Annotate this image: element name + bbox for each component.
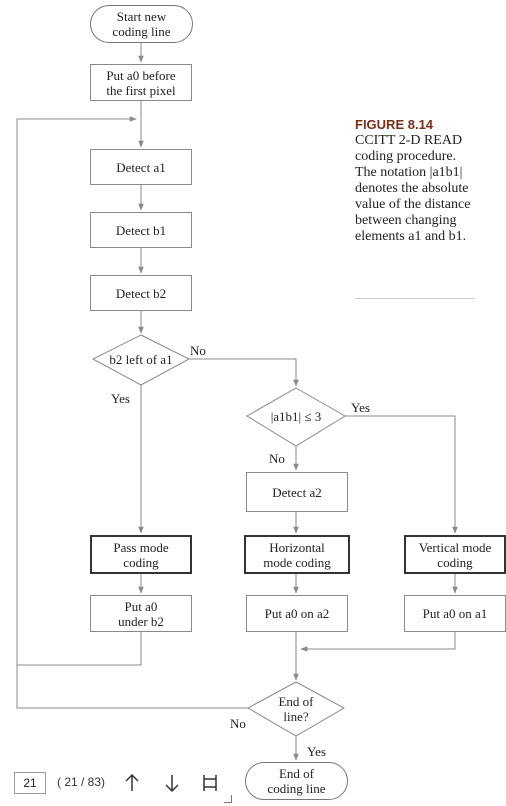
horizontal-mode-label: Horizontal mode coding xyxy=(263,539,331,570)
pass-mode-box: Pass mode coding xyxy=(90,535,192,574)
page-number-input[interactable] xyxy=(14,772,46,794)
start-label: Start new coding line xyxy=(112,9,171,39)
detect-a1-label: Detect a1 xyxy=(116,159,166,175)
horizontal-mode-box: Horizontal mode coding xyxy=(244,535,350,574)
edge-label-no-end: No xyxy=(230,716,246,731)
decision-b2-left-label: b2 left of a1 xyxy=(109,352,173,367)
start-terminator: Start new coding line xyxy=(90,5,193,43)
page-navigation-bar: ( 21 / 83) xyxy=(0,762,235,806)
decision-end-diamond xyxy=(246,681,346,737)
pass-mode-label: Pass mode coding xyxy=(113,539,169,570)
put-a0-under-b2-box: Put a0 under b2 xyxy=(90,595,192,632)
put-a0-on-a2-box: Put a0 on a2 xyxy=(246,595,348,632)
resize-handle[interactable] xyxy=(224,795,232,803)
edge-decision-no-to-dist xyxy=(189,358,299,387)
end-terminator: End of coding line xyxy=(245,762,348,800)
decision-dist-label: |a1b1| ≤ 3 xyxy=(270,409,322,424)
put-a0-before-label: Put a0 before the first pixel xyxy=(106,67,176,98)
figure-caption: FIGURE 8.14 CCITT 2-D READ coding proced… xyxy=(355,117,480,245)
detect-b2-label: Detect b2 xyxy=(115,285,167,301)
edge-label-no-b2: No xyxy=(190,343,206,358)
figure-caption-text: CCITT 2-D READ coding procedure. The not… xyxy=(355,133,471,244)
vertical-mode-box: Vertical mode coding xyxy=(404,535,506,574)
put-a0-under-b2-label: Put a0 under b2 xyxy=(118,598,164,629)
detect-b1-box: Detect b1 xyxy=(90,212,192,248)
arrow-up-icon[interactable] xyxy=(120,771,144,795)
caption-divider xyxy=(355,298,475,299)
put-a0-before-box: Put a0 before the first pixel xyxy=(90,64,192,101)
edge-label-yes-end: Yes xyxy=(307,744,326,759)
detect-b2-box: Detect b2 xyxy=(90,275,192,311)
put-a0-on-a1-box: Put a0 on a1 xyxy=(404,595,506,632)
detect-a2-label: Detect a2 xyxy=(272,484,322,500)
detect-a2-box: Detect a2 xyxy=(246,472,348,512)
put-a0-on-a1-label: Put a0 on a1 xyxy=(422,606,488,621)
page-count-label: ( 21 / 83) xyxy=(57,775,106,789)
figure-label: FIGURE 8.14 xyxy=(355,117,434,132)
vertical-mode-label: Vertical mode coding xyxy=(418,539,492,570)
arrow-down-icon[interactable] xyxy=(160,771,184,795)
detect-b1-label: Detect b1 xyxy=(115,222,167,238)
put-a0-on-a2-label: Put a0 on a2 xyxy=(264,606,330,621)
edge-label-yes-dist: Yes xyxy=(351,400,370,415)
decision-b2-left-diamond xyxy=(91,334,191,386)
end-label: End of coding line xyxy=(267,766,326,796)
decision-end-label: End of line? xyxy=(278,694,314,724)
edge-end-no-loop xyxy=(16,116,248,709)
edge-dist-yes-to-vertical xyxy=(345,415,458,534)
edge-label-no-dist: No xyxy=(269,451,285,466)
fit-page-icon[interactable] xyxy=(198,771,222,795)
decision-dist-diamond xyxy=(246,387,346,447)
edge-puta0under-loop xyxy=(17,631,142,666)
edge-puta0a1-to-merge xyxy=(300,631,456,652)
edge-label-yes-b2: Yes xyxy=(111,391,130,406)
detect-a1-box: Detect a1 xyxy=(90,149,192,185)
